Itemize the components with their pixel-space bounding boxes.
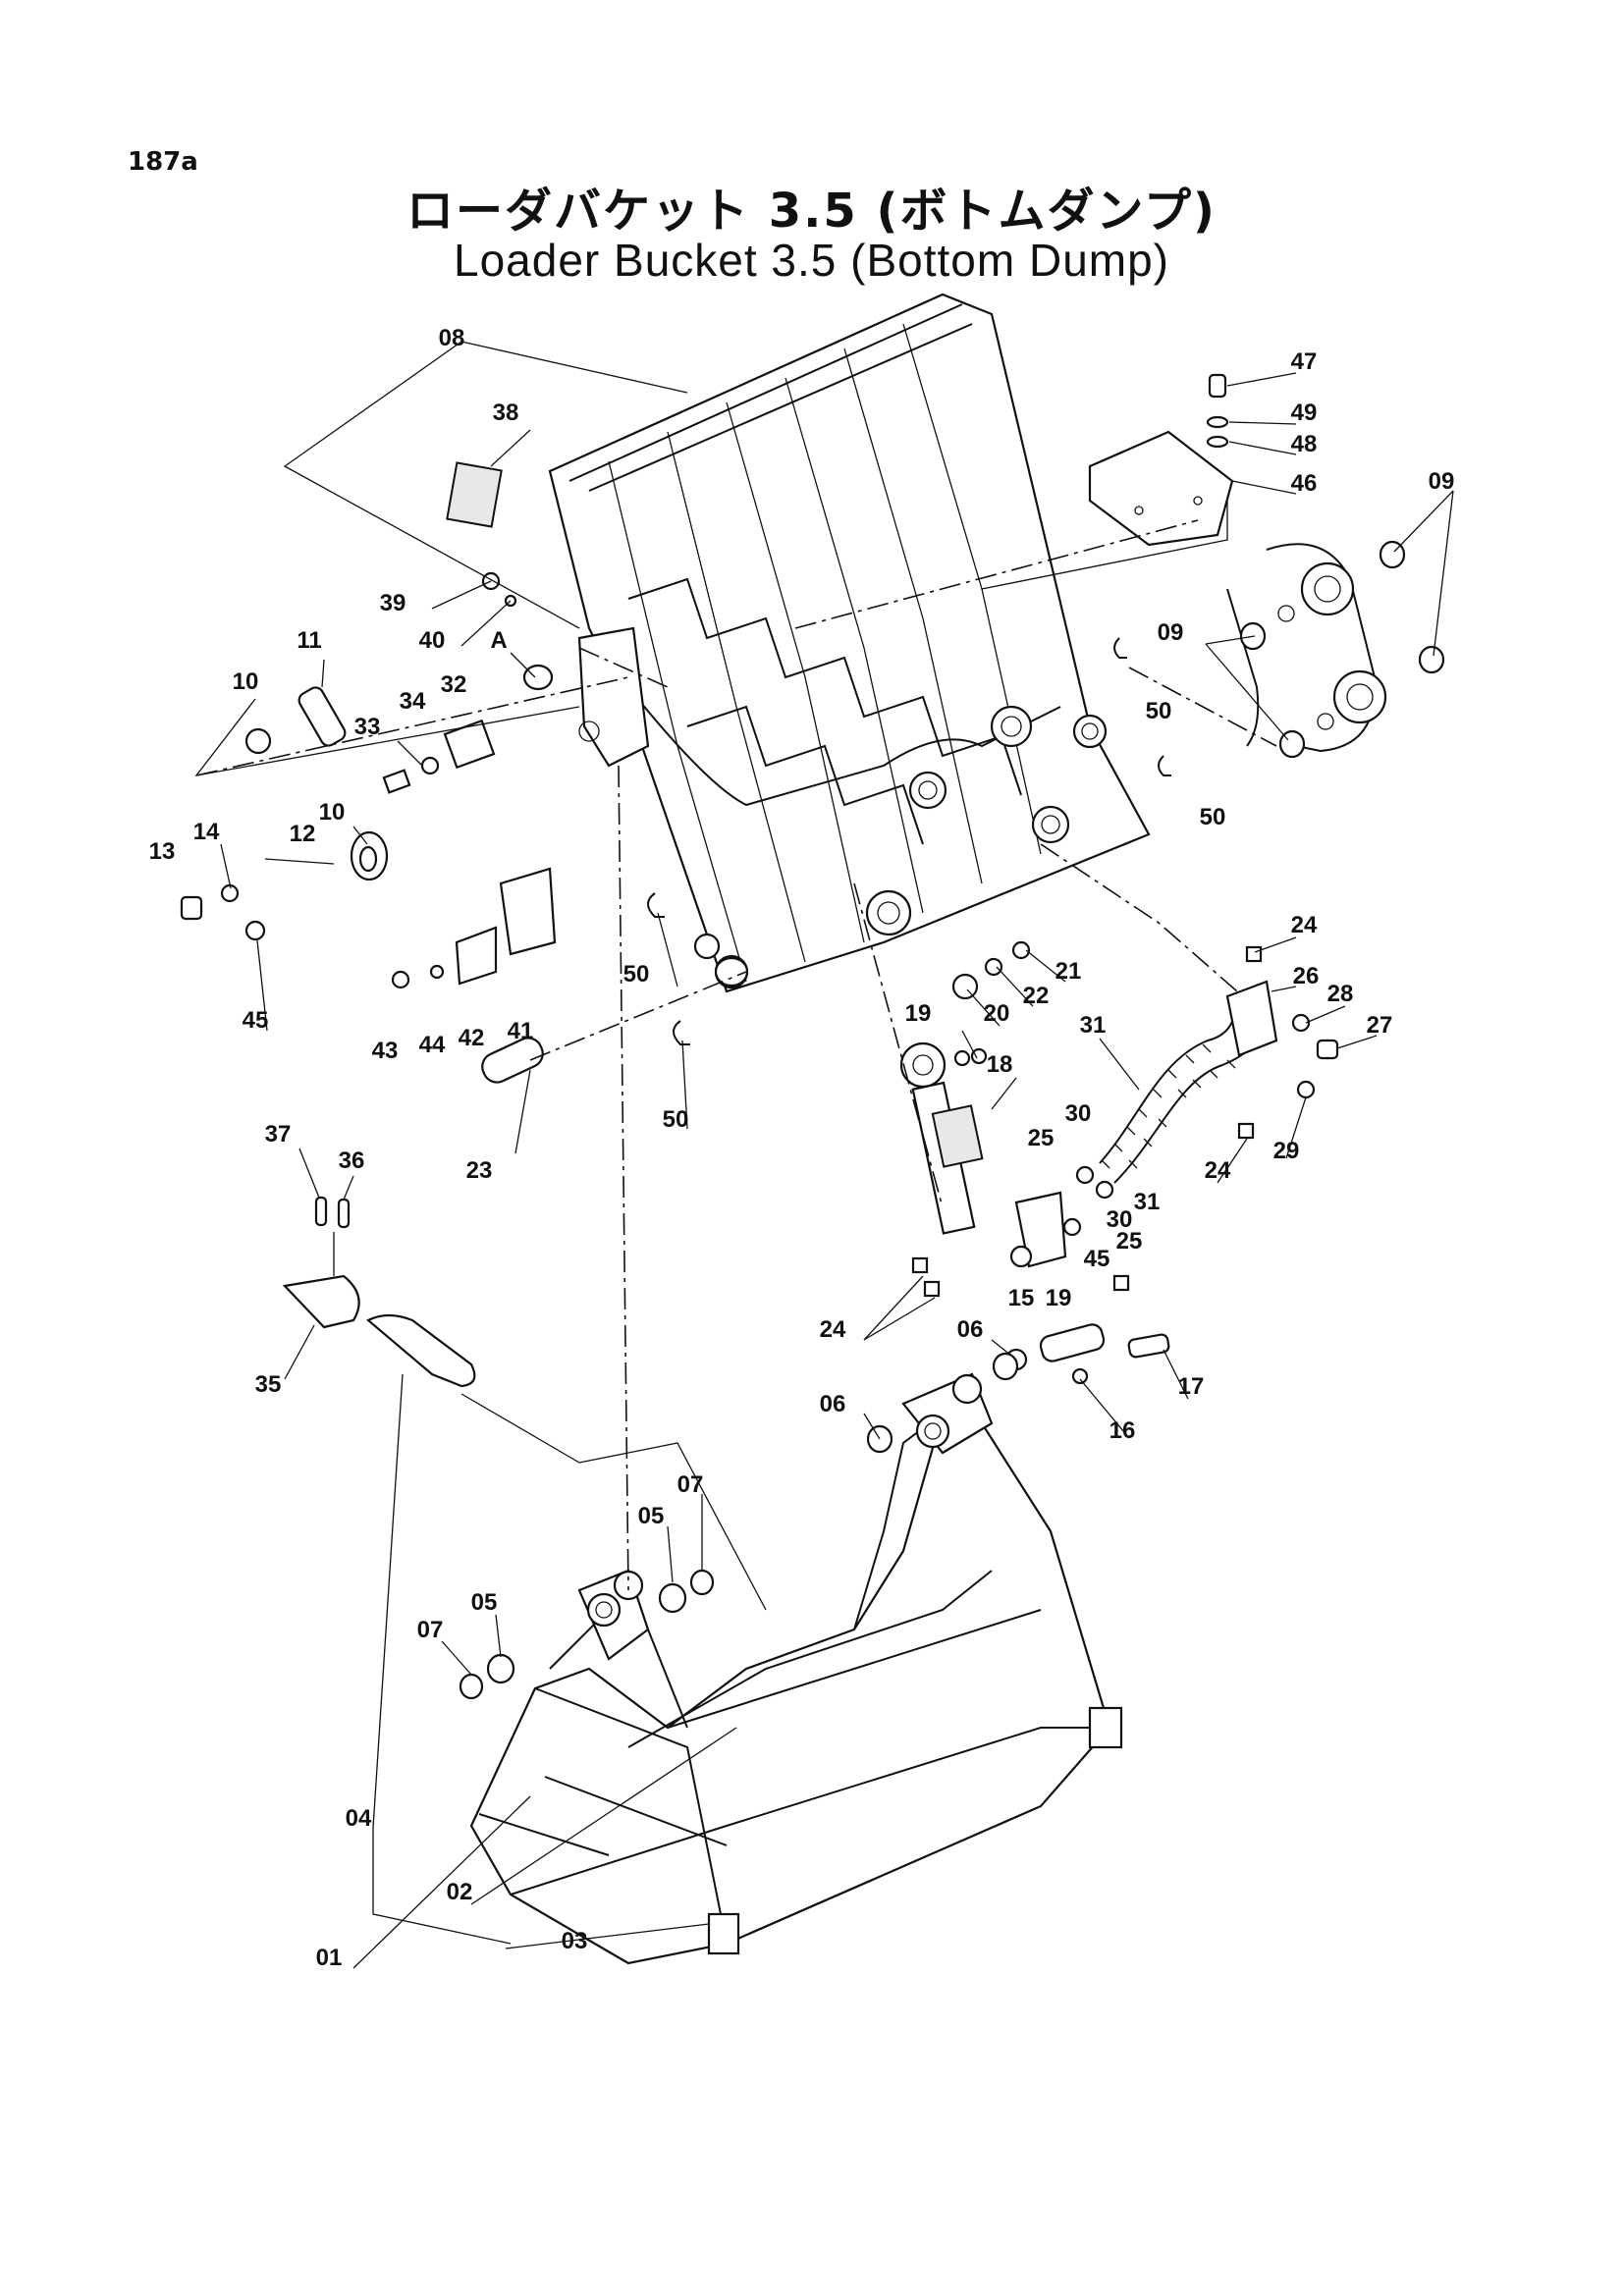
title-japanese: ローダバケット 3.5 (ボトムダンプ)	[406, 184, 1217, 239]
callout-c37: 37	[265, 1121, 292, 1148]
left-hardware	[180, 461, 749, 1084]
callout-c36: 36	[339, 1148, 365, 1174]
callout-c19b: 19	[1046, 1285, 1072, 1311]
callout-c44: 44	[419, 1032, 446, 1058]
callout-c33: 33	[354, 714, 381, 740]
callout-c25a: 25	[1028, 1125, 1055, 1151]
cylinder-assembly	[899, 940, 1339, 1385]
callout-c32: 32	[441, 671, 467, 698]
callout-c39: 39	[380, 590, 406, 616]
callout-c49: 49	[1291, 400, 1318, 426]
callout-c25b: 25	[1116, 1228, 1143, 1255]
callout-c24a: 24	[1291, 912, 1318, 938]
callout-c34: 34	[400, 688, 426, 715]
callout-c50b: 50	[1200, 804, 1226, 830]
callout-c43: 43	[372, 1038, 399, 1064]
callout-c50d: 50	[663, 1106, 689, 1133]
callout-c19a: 19	[905, 1000, 932, 1027]
callout-c11: 11	[297, 627, 321, 654]
callout-c07a: 07	[677, 1471, 704, 1498]
callout-c30a: 30	[1065, 1100, 1092, 1127]
callout-c30b: 30	[1107, 1206, 1133, 1233]
link-plates	[1113, 540, 1445, 776]
callout-c14: 14	[193, 819, 220, 845]
bucket-frame	[548, 293, 1151, 993]
callout-c05a: 05	[638, 1503, 665, 1529]
callout-c22: 22	[1023, 983, 1050, 1009]
title-english: Loader Bucket 3.5 (Bottom Dump)	[454, 235, 1169, 286]
callout-c47: 47	[1291, 348, 1318, 375]
callout-c50c: 50	[623, 961, 650, 988]
callout-c07b: 07	[417, 1617, 444, 1643]
callout-c41: 41	[508, 1018, 534, 1044]
callout-c09a: 09	[1429, 468, 1455, 495]
center-lines	[195, 519, 1277, 1591]
callout-c03: 03	[562, 1928, 588, 1954]
callout-c18: 18	[987, 1051, 1013, 1078]
callout-c21: 21	[1055, 958, 1082, 985]
callout-c23: 23	[466, 1157, 493, 1184]
callout-c46: 46	[1291, 470, 1318, 497]
callout-c05b: 05	[471, 1589, 498, 1616]
callout-c24b: 24	[1205, 1157, 1231, 1184]
callout-c01: 01	[316, 1945, 343, 1971]
lower-bucket	[459, 1352, 1123, 1965]
callout-c02: 02	[447, 1879, 473, 1905]
callout-c35: 35	[255, 1371, 282, 1398]
callout-c31a: 31	[1080, 1012, 1107, 1039]
callout-c10b: 10	[319, 799, 346, 826]
callout-c40: 40	[419, 627, 446, 654]
callout-c26: 26	[1293, 963, 1320, 989]
callout-c13: 13	[149, 838, 176, 865]
callout-c45b: 45	[1084, 1246, 1110, 1272]
callout-c24c: 24	[820, 1316, 846, 1343]
callout-c48: 48	[1291, 431, 1318, 457]
callout-c45a: 45	[243, 1007, 269, 1034]
callout-c04: 04	[346, 1805, 372, 1832]
callout-c28: 28	[1327, 981, 1354, 1007]
page-number: 187a	[128, 147, 198, 177]
callout-c08: 08	[439, 325, 465, 351]
callout-c50a: 50	[1146, 698, 1172, 724]
callout-c16: 16	[1109, 1417, 1136, 1444]
callout-c38: 38	[493, 400, 519, 426]
callout-c15: 15	[1008, 1285, 1035, 1311]
cover-plate-assembly	[1088, 373, 1234, 547]
leader-lines	[194, 341, 1454, 1969]
tooth-assembly	[282, 1196, 476, 1388]
callout-c20: 20	[984, 1000, 1010, 1027]
callout-c12: 12	[290, 821, 316, 847]
callout-c06b: 06	[820, 1391, 846, 1417]
callout-c17: 17	[1178, 1373, 1205, 1400]
callout-c42: 42	[459, 1025, 485, 1051]
callout-c06a: 06	[957, 1316, 984, 1343]
callout-c31b: 31	[1134, 1189, 1161, 1215]
callout-cA: A	[490, 627, 507, 654]
callout-c27: 27	[1367, 1012, 1393, 1039]
callout-c10a: 10	[233, 668, 259, 695]
callout-c29: 29	[1273, 1138, 1300, 1164]
callout-c09b: 09	[1158, 619, 1184, 646]
